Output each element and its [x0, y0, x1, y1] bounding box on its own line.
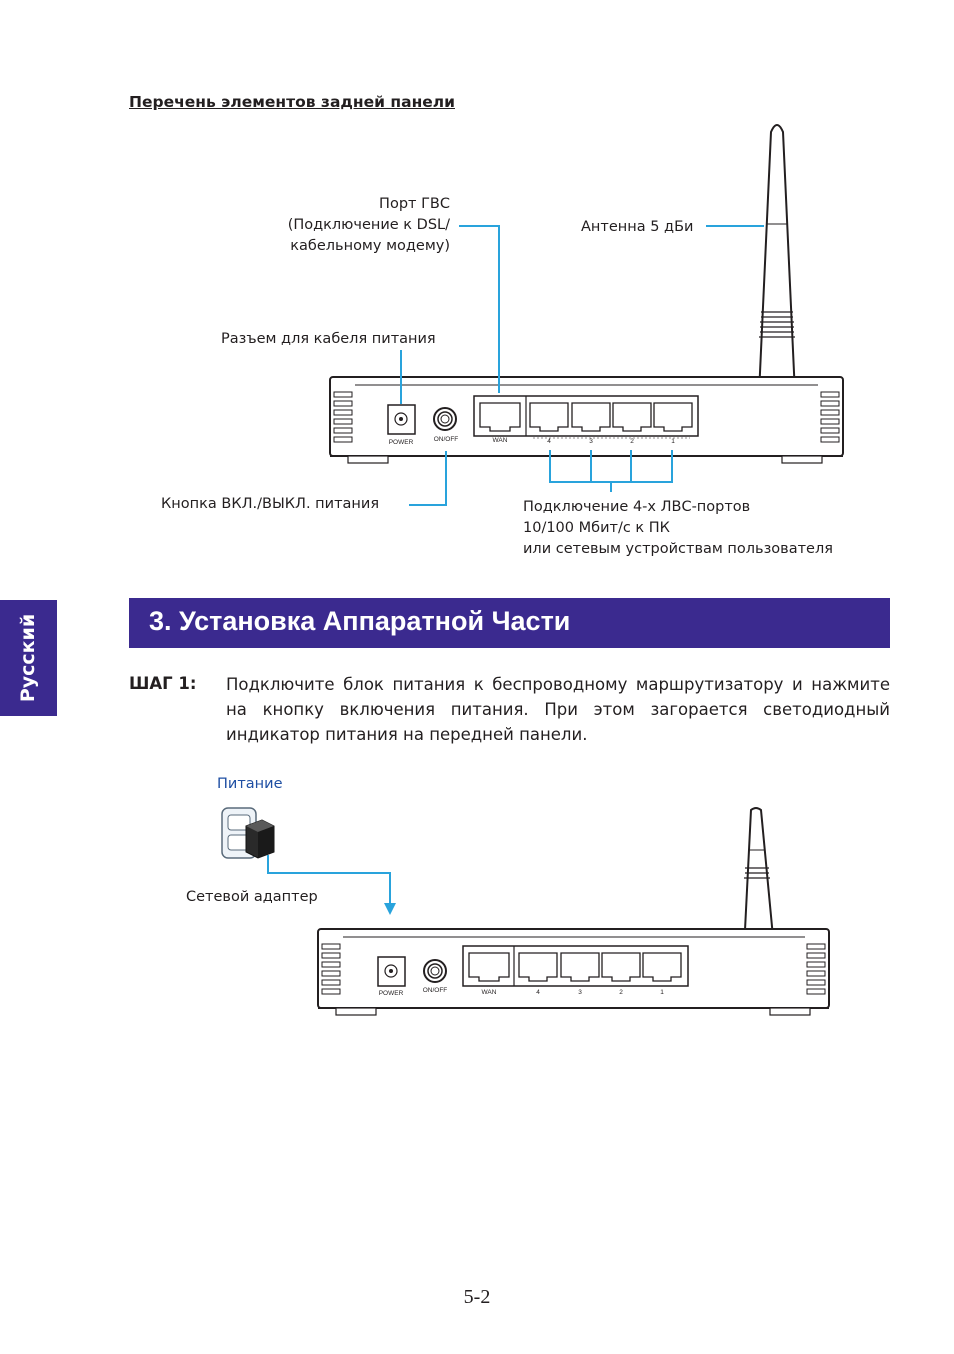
wall-outlet-illustration	[221, 807, 275, 859]
lan-port-3	[571, 402, 611, 432]
cable-arrow	[384, 903, 396, 915]
step-label: ШАГ 1:	[129, 674, 197, 693]
section-heading: Перечень элементов задней панели	[129, 93, 455, 111]
lan-port-number: 3	[578, 989, 582, 996]
router-rear-body: POWER ON/OFF WAN 4 3 2 1	[329, 376, 844, 464]
onoff-button	[433, 407, 457, 431]
lan-ports-callout: Подключение 4-х ЛВС-портов 10/100 Мбит/с…	[523, 497, 833, 560]
callout-lines	[400, 225, 764, 506]
page-number: 5-2	[463, 1286, 491, 1308]
adapter-label: Сетевой адаптер	[186, 889, 318, 905]
lan-port-number: 1	[671, 438, 675, 445]
router-rear-body: POWER ON/OFF WAN 4 3 2 1	[317, 928, 830, 1016]
lan-port-number: 2	[619, 989, 623, 996]
onoff-port-label: ON/OFF	[423, 987, 448, 994]
rear-panel-diagram: POWER ON/OFF WAN 4 3 2 1	[329, 124, 844, 506]
wan-port-callout-line: Порт ГВС	[379, 196, 450, 212]
power-cable	[267, 855, 391, 906]
onoff-port-label: ON/OFF	[434, 436, 459, 443]
power-setup-diagram: POWER ON/OFF WAN 4 3 2 1	[221, 807, 830, 1016]
wan-port	[479, 402, 521, 432]
lan-port-number: 1	[660, 989, 664, 996]
lan-port-number: 4	[536, 989, 540, 996]
lan-port-3	[560, 952, 600, 982]
language-side-tab: Русский	[0, 600, 57, 716]
wan-port	[468, 952, 510, 982]
lan-port-2	[601, 952, 641, 982]
wan-port-callout: Порт ГВС (Подключение к DSL/ кабельному …	[230, 194, 450, 257]
wan-port-label: WAN	[493, 437, 508, 444]
wan-port-callout-line: (Подключение к DSL/	[287, 217, 450, 233]
wan-port-callout-line: кабельному модему)	[290, 238, 450, 254]
lan-port-number: 3	[589, 438, 593, 445]
onoff-callout: Кнопка ВКЛ./ВЫКЛ. питания	[161, 496, 380, 512]
lan-port-1	[653, 402, 693, 432]
language-tab-label: Русский	[17, 613, 39, 703]
power-adapter-illustration	[245, 819, 275, 859]
lan-port-4	[518, 952, 558, 982]
lan-ports-callout-line: Подключение 4-х ЛВС-портов	[523, 499, 751, 515]
power-outlet-label: Питание	[217, 776, 283, 792]
lan-port-1	[642, 952, 682, 982]
lan-port-number: 2	[630, 438, 634, 445]
lan-port-4	[529, 402, 569, 432]
section-banner: 3. Установка Аппаратной Части	[129, 598, 890, 648]
power-jack-callout: Разъем для кабеля питания	[221, 331, 436, 347]
wan-port-label: WAN	[482, 989, 497, 996]
lan-port-2	[612, 402, 652, 432]
banner-title: 3. Установка Аппаратной Части	[149, 606, 571, 636]
onoff-button	[423, 959, 447, 983]
power-port-label: POWER	[389, 439, 414, 446]
step-text: Подключите блок питания к беспроводному …	[226, 675, 890, 744]
lan-ports-callout-line: 10/100 Мбит/с к ПК	[523, 520, 670, 536]
lan-ports-callout-line: или сетевым устройствам пользователя	[523, 541, 833, 557]
antenna-callout: Антенна 5 дБи	[581, 219, 694, 235]
power-port-label: POWER	[379, 990, 404, 997]
lan-port-number: 4	[547, 438, 551, 445]
